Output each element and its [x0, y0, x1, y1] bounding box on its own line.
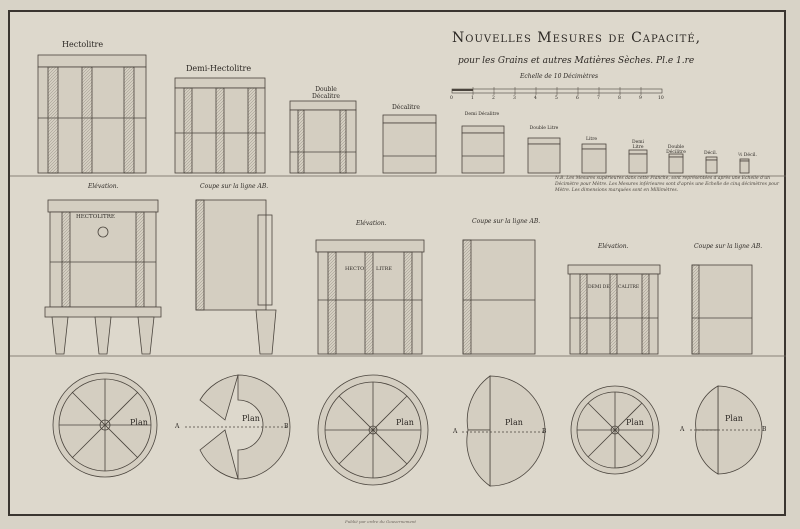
plate-subtitle: pour les Grains et autres Matières Sèche… [458, 56, 695, 66]
label-elevation-1: Elévation. [88, 183, 119, 190]
letter-a-1: A [175, 423, 180, 430]
label-section-3: Coupe sur la ligne AB. [694, 243, 763, 250]
scale-tick: 8 [618, 96, 621, 101]
label-decilitre: Décil. [704, 151, 718, 156]
plaque-calitre: CALITRE [618, 285, 640, 290]
plan-1-full [52, 372, 158, 478]
label-elevation-2: Elévation. [356, 220, 387, 227]
label-elevation-3: Elévation. [598, 243, 629, 250]
label-demi-hectolitre: Demi-Hectolitre [186, 64, 252, 73]
scale-label: Echelle de 10 Décimètres [520, 73, 599, 80]
label-decalitre: Décalitre [392, 104, 420, 111]
scale-bar [451, 87, 663, 95]
scale-tick: 1 [471, 96, 474, 101]
label-hectolitre: Hectolitre [62, 40, 104, 49]
letter-b-2: B [542, 428, 547, 435]
plan-label-4: Plan [505, 418, 523, 427]
letter-a-2: A [453, 428, 458, 435]
elevations-middle-row [44, 199, 753, 355]
letter-b-3: B [762, 426, 767, 433]
plan-3-half [690, 385, 763, 475]
scale-tick: 6 [576, 96, 579, 101]
scale-tick: 7 [597, 96, 600, 101]
plate-footer: Publié par ordre du Gouvernement [345, 519, 416, 524]
scale-tick: 4 [534, 96, 537, 101]
plaque-litre: LITRE [376, 266, 393, 272]
label-double-litre: Double Litre [529, 126, 559, 131]
plate-title: Nouvelles Mesures de Capacité, [452, 30, 702, 46]
letter-a-3: A [680, 426, 685, 433]
plan-1-half [185, 374, 291, 480]
label-double-decilitre: Double Décilitre [666, 145, 686, 155]
plan-label-3: Plan [396, 418, 414, 427]
label-demi-decalitre: Demi Décalitre [464, 112, 500, 117]
scale-tick: 10 [658, 96, 664, 101]
scale-tick: 5 [555, 96, 558, 101]
label-double-decalitre: Double Décalitre [312, 86, 340, 100]
plan-2-half [462, 375, 546, 487]
plate-note: N.B. Les Mesures supérieures dans cette … [555, 176, 780, 193]
plans-bottom-row [52, 372, 763, 487]
label-section-2: Coupe sur la ligne AB. [472, 218, 541, 225]
plan-3-full [570, 385, 660, 475]
plan-2-full [317, 374, 429, 486]
scale-tick: 0 [450, 96, 453, 101]
plan-label-6: Plan [725, 414, 743, 423]
scale-tick: 2 [492, 96, 495, 101]
plaque-demi: DEMI DE [588, 285, 610, 290]
measures-top-row [37, 54, 750, 174]
hectolitre-rim [37, 54, 147, 68]
label-demi-decilitre: ½ Décil. [738, 153, 757, 158]
plaque-hecto: HECTO [345, 266, 365, 272]
plan-label-2: Plan [242, 414, 260, 423]
label-section-1: Coupe sur la ligne AB. [200, 183, 269, 190]
label-demi-litre: Demi Litre [632, 140, 644, 150]
scale-tick: 9 [639, 96, 642, 101]
plaque-hectolitre: HECTOLITRE [76, 214, 115, 220]
letter-b-1: B [284, 423, 289, 430]
demi-hectolitre-rim [174, 77, 266, 89]
scale-tick: 3 [513, 96, 516, 101]
plan-label-5: Plan [626, 418, 644, 427]
plan-label-1: Plan [130, 418, 148, 427]
label-litre: Litre [586, 137, 598, 142]
